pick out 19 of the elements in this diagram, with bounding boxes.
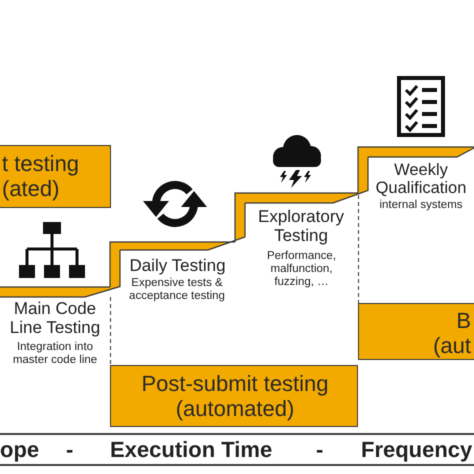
band-label: B (aut [432, 309, 471, 358]
footer-label: Frequency [361, 438, 472, 462]
step-title: Exploratory Testing [257, 207, 345, 246]
band-label: Post-submit testing (automated) [140, 372, 330, 422]
stage-band [358, 303, 474, 360]
footer-label: ope [0, 438, 40, 462]
step-description: Performance, malfunction, fuzzing, … [266, 250, 338, 289]
step-description: internal systems [378, 199, 464, 212]
footer-label: Execution Time [110, 438, 272, 462]
stage-band [0, 145, 111, 208]
footer-label: - [316, 438, 324, 462]
step-title: Daily Testing [128, 256, 227, 276]
step-title: Main Code Line Testing [8, 299, 102, 338]
step-description: Integration into master code line [12, 341, 98, 367]
band-label: t testing (ated) [2, 152, 80, 202]
step-description: Expensive tests & acceptance testing [128, 277, 226, 303]
footer-label: - [66, 438, 74, 462]
stage-band [110, 365, 358, 427]
step-title: Weekly Qualification [374, 161, 468, 198]
